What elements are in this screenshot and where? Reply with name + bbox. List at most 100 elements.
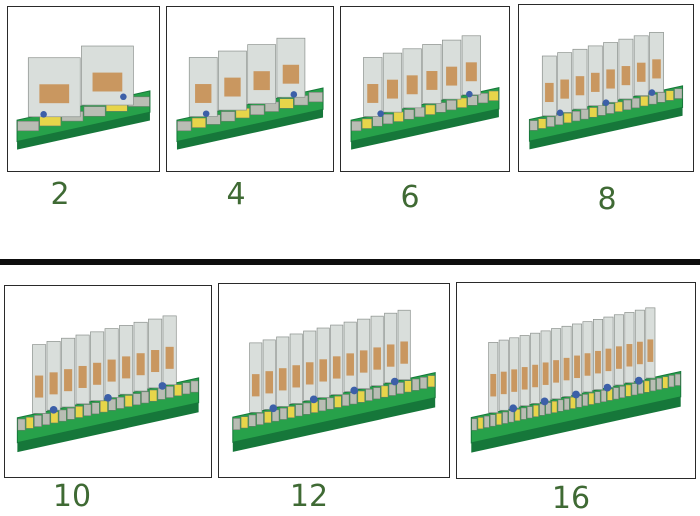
din-rail-lip [17, 402, 199, 453]
terminal-block [674, 373, 681, 386]
relay-coil [616, 346, 622, 369]
relay-module-card-8 [518, 4, 694, 172]
relay-coil [282, 64, 300, 84]
relay-coil [465, 62, 477, 82]
relay-coil [490, 373, 497, 397]
connector [556, 109, 564, 117]
terminal-block [177, 120, 192, 132]
connector [603, 383, 612, 392]
relay-coil [590, 72, 600, 92]
terminal-block [619, 386, 626, 398]
terminal-block [412, 378, 420, 391]
terminal-block [656, 377, 662, 390]
terminal-block [83, 404, 92, 416]
terminal-block [582, 394, 589, 407]
terminal-block [514, 409, 521, 421]
terminal-block [631, 97, 640, 109]
channel-label: 16 [551, 481, 591, 516]
terminal-block [342, 394, 350, 406]
channel-label: 10 [52, 479, 92, 514]
terminal-block [141, 391, 149, 404]
terminal-block [600, 390, 607, 403]
relay-coil [278, 368, 287, 391]
relay-coil [253, 71, 270, 91]
relay-coil [542, 362, 549, 385]
relay-coil [511, 369, 518, 392]
terminal-block [446, 100, 457, 111]
terminal-block [563, 398, 570, 411]
terminal-block [597, 105, 606, 116]
terminal-block [644, 380, 650, 393]
relay-coil [626, 344, 633, 367]
connector [540, 397, 549, 406]
terminal-block [334, 395, 342, 408]
relay-coil [400, 341, 408, 364]
din-rail-lip [351, 108, 499, 150]
relay-module-image [16, 315, 200, 453]
relay-coil [107, 359, 116, 382]
terminal-block [490, 414, 496, 427]
terminal-block [631, 383, 638, 396]
relay-coil [605, 348, 612, 372]
terminal-block [570, 396, 576, 409]
terminal-block [124, 395, 133, 407]
terminal-block [365, 389, 373, 401]
terminal-block [17, 120, 39, 132]
channel-label: 4 [226, 177, 246, 212]
terminal-block [589, 107, 598, 118]
terminal-block [190, 380, 199, 393]
relay-coil [584, 353, 591, 376]
terminal-block [372, 116, 383, 127]
connector [120, 93, 127, 101]
terminal-block [264, 411, 272, 424]
din-rail-lip [17, 112, 150, 150]
terminal-block [668, 375, 675, 388]
relay-coil [574, 355, 580, 379]
relay-coil [621, 66, 631, 86]
din-rail-lip [232, 397, 436, 452]
terminal-block [539, 403, 545, 416]
relay-coil [151, 350, 160, 373]
relay-coil [647, 339, 654, 362]
relay-coil [636, 341, 643, 365]
terminal-block [191, 117, 206, 128]
connector [40, 111, 47, 118]
terminal-block [623, 99, 632, 110]
terminal-block [91, 402, 100, 415]
terminal-block [240, 416, 249, 429]
terminal-block [308, 92, 323, 103]
terminal-block [533, 405, 539, 417]
terminal-block [467, 95, 478, 106]
connector [377, 110, 384, 117]
terminal-block [174, 384, 182, 397]
relay-coil [332, 356, 341, 379]
terminal-block [250, 104, 265, 116]
relay-coil [265, 371, 274, 394]
relay-coil [39, 84, 70, 104]
relay-coil [319, 359, 327, 382]
relay-coil [575, 76, 585, 96]
terminal-block [640, 96, 649, 107]
terminal-block [373, 387, 381, 400]
terminal-block [256, 413, 264, 425]
relay-coil [406, 75, 418, 95]
connector [158, 382, 167, 390]
relay-coil [426, 71, 438, 90]
connector [390, 377, 399, 386]
terminal-block [279, 98, 294, 109]
terminal-block [625, 384, 632, 397]
terminal-block [478, 93, 489, 104]
connector [634, 376, 643, 385]
relay-coil [652, 59, 661, 79]
terminal-block [662, 376, 669, 389]
relay-coil [545, 82, 554, 103]
terminal-block [157, 387, 166, 400]
din-rail-lip [471, 396, 681, 453]
terminal-block [34, 415, 42, 427]
terminal-block [132, 393, 141, 406]
terminal-block [318, 399, 326, 412]
terminal-block [165, 386, 174, 398]
terminal-block [657, 92, 666, 103]
connector [269, 404, 278, 413]
terminal-block [488, 90, 499, 101]
